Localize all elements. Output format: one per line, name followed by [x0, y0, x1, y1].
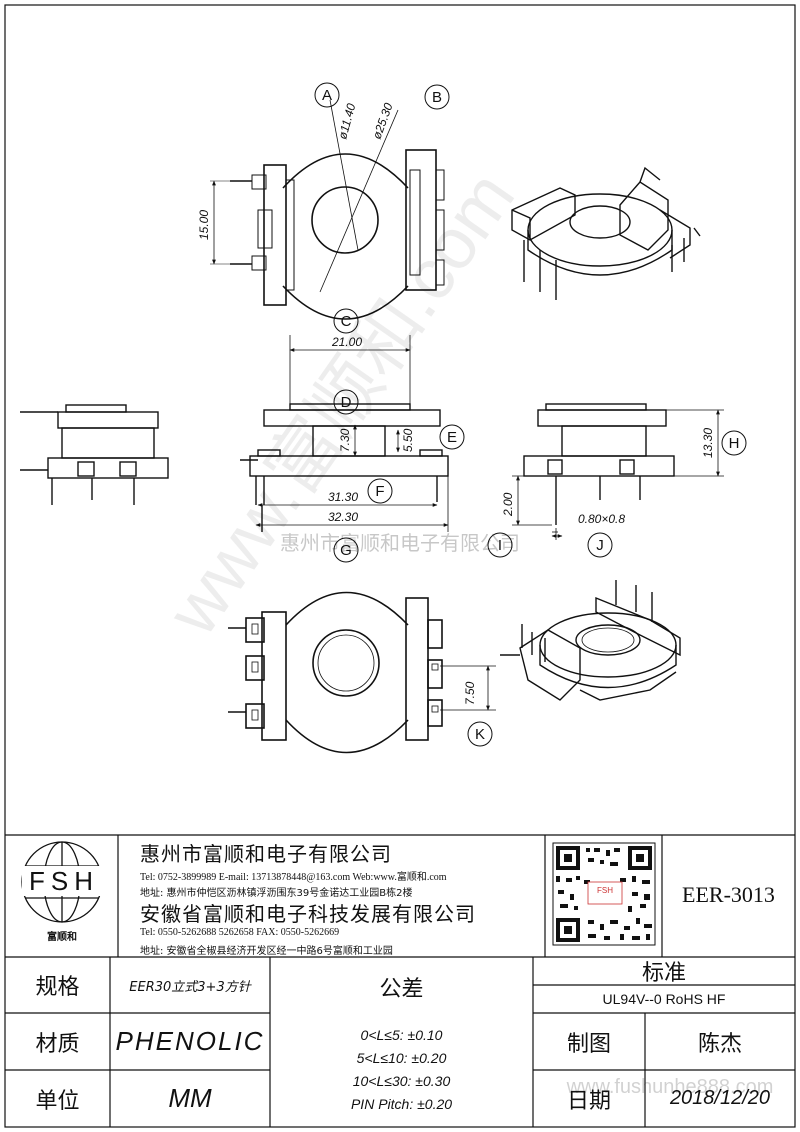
- spec-label: 规格: [35, 975, 80, 1000]
- dim-inner-diameter: ø11.40: [335, 102, 358, 141]
- dim-15: 15.00: [197, 210, 211, 240]
- company-name-huizhou: 惠州市富顺和电子有限公司: [140, 842, 392, 866]
- watermark-center: 惠州市富顺和电子有限公司: [280, 531, 520, 555]
- company-address-huizhou: 地址: 惠州市仲恺区沥林镇浮沥围东39号金诺达工业园B栋2楼: [140, 888, 413, 899]
- dim-21: 21.00: [331, 335, 362, 349]
- date-value: 2018/12/20: [669, 1087, 771, 1109]
- logo-caption: 富顺和: [47, 932, 77, 943]
- right-side-view: [523, 403, 675, 525]
- drawn-by-value: 陈杰: [697, 1031, 742, 1057]
- tolerance-line-4: PIN Pitch: ±0.20: [350, 1096, 453, 1112]
- top-view: [210, 99, 445, 320]
- callout-d: D: [341, 394, 352, 411]
- front-view-dims: [255, 335, 449, 532]
- qr-label: FSH: [597, 886, 613, 895]
- date-label: 日期: [566, 1088, 611, 1114]
- callout-k: K: [475, 726, 485, 743]
- dim-13-30: 13.30: [701, 428, 715, 458]
- bottom-view-dims: [440, 665, 496, 711]
- dim-5-50: 5.50: [401, 428, 415, 452]
- company-contact-huizhou: Tel: 0752-3899989 E-mail: 13713878448@16…: [140, 872, 447, 883]
- dim-pin: 0.80×0.8: [578, 512, 625, 526]
- qr-code-icon: [552, 842, 656, 946]
- dim-outer-diameter: ø25.30: [370, 101, 396, 141]
- dim-7-50: 7.50: [463, 681, 477, 705]
- front-view: [240, 403, 449, 532]
- dim-32-30: 32.30: [328, 510, 358, 524]
- callout-g: G: [340, 542, 352, 559]
- iso-view-bottom: [500, 580, 681, 701]
- tolerance-line-2: 5<L≤10: ±0.20: [356, 1050, 447, 1066]
- dim-31-30: 31.30: [328, 490, 358, 504]
- bottom-view: [228, 591, 443, 754]
- unit-value: MM: [168, 1083, 212, 1113]
- logo-text: FSH: [22, 866, 106, 896]
- spec-value: EER30立式3+3方针: [129, 979, 251, 995]
- dim-7-30: 7.30: [338, 428, 352, 452]
- sheet-border: [4, 4, 796, 1128]
- tolerance-line-1: 0<L≤5: ±0.10: [360, 1027, 443, 1043]
- callout-b: B: [432, 89, 442, 106]
- callout-circles: [314, 82, 747, 747]
- iso-view-top: [511, 166, 701, 300]
- company-address-anhui: 地址: 安徽省全椒县经济开发区经一中路6号富顺和工业园: [140, 946, 393, 957]
- dim-2-00: 2.00: [501, 492, 515, 517]
- watermark-url: www.fushunhe888.com: [566, 1076, 774, 1098]
- part-number: EER-3013: [682, 882, 775, 907]
- callout-e: E: [447, 429, 457, 446]
- standard-label: 标准: [641, 961, 686, 986]
- drawn-by-label: 制图: [566, 1031, 611, 1057]
- standard-value: UL94V--0 RoHS HF: [602, 991, 726, 1007]
- callout-h: H: [729, 435, 740, 452]
- tolerance-label: 公差: [379, 977, 424, 1002]
- callout-i: I: [498, 537, 502, 554]
- bore-circle-top: [311, 186, 379, 254]
- title-block-grid: [5, 834, 795, 1127]
- right-side-dims: [512, 409, 724, 540]
- company-contact-anhui: Tel: 0550-5262688 5262658 FAX: 0550-5262…: [140, 927, 340, 938]
- material-label: 材质: [35, 1031, 80, 1057]
- callout-j: J: [596, 537, 604, 554]
- callout-a: A: [322, 87, 332, 104]
- company-name-anhui: 安徽省富顺和电子科技发展有限公司: [140, 902, 476, 926]
- tolerance-line-3: 10<L≤30: ±0.30: [352, 1073, 451, 1089]
- material-value: PHENOLIC: [115, 1026, 265, 1056]
- callout-c: C: [341, 313, 352, 330]
- left-side-view: [20, 404, 169, 505]
- callout-f: F: [375, 483, 384, 500]
- unit-label: 单位: [35, 1088, 80, 1114]
